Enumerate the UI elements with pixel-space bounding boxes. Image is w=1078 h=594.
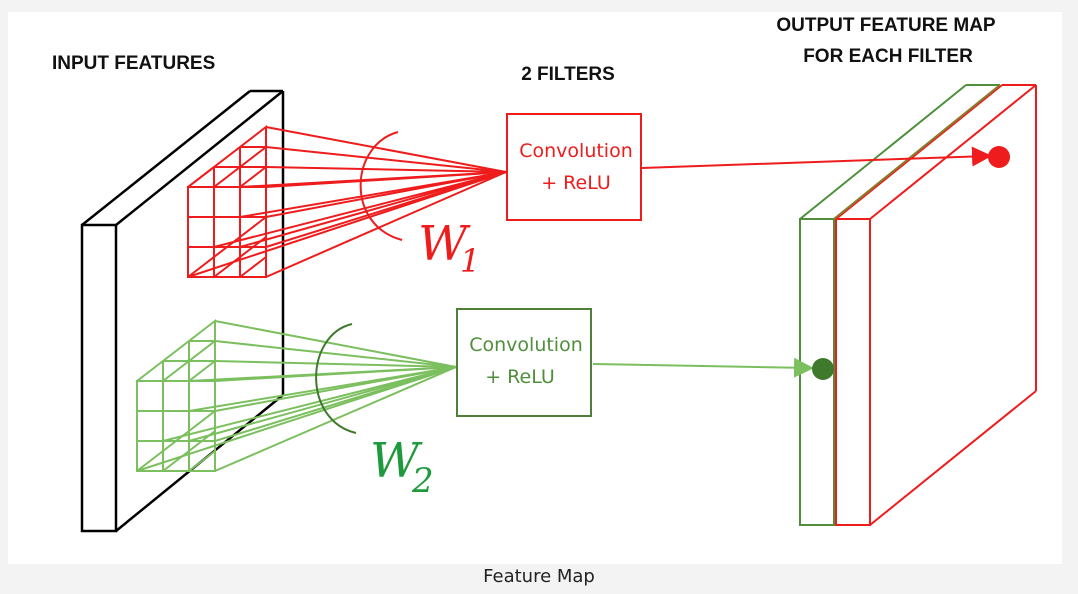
green-output-arrow bbox=[592, 357, 814, 378]
green-box-line1: Convolution bbox=[469, 334, 583, 356]
input-features-label: INPUT FEATURES bbox=[52, 53, 215, 74]
red-box-line2: + ReLU bbox=[541, 172, 611, 194]
weight-w2-subscript: 2 bbox=[411, 461, 434, 501]
weight-w1-subscript: 1 bbox=[460, 242, 480, 280]
green-receptive-field-grid bbox=[136, 318, 457, 472]
red-receptive-field-grid bbox=[187, 124, 507, 278]
green-box-line2: + ReLU bbox=[485, 366, 555, 388]
green-convolution-box: Convolution + ReLU bbox=[456, 308, 592, 417]
input-feature-slab bbox=[80, 89, 285, 533]
red-activation-dot bbox=[988, 146, 1010, 168]
green-output-feature-map bbox=[799, 84, 1001, 526]
red-convolution-box: Convolution + ReLU bbox=[506, 113, 642, 221]
red-output-arrow bbox=[641, 146, 992, 169]
output-label-line2: FOR EACH FILTER bbox=[803, 46, 973, 67]
filters-label: 2 FILTERS bbox=[521, 64, 615, 85]
weight-w2-letter: W bbox=[370, 433, 423, 489]
green-activation-dot bbox=[812, 358, 834, 380]
red-box-line1: Convolution bbox=[519, 140, 633, 162]
red-output-feature-map bbox=[835, 84, 1037, 526]
red-kernel-arc bbox=[359, 131, 403, 241]
output-label-line1: OUTPUT FEATURE MAP bbox=[776, 15, 996, 36]
olive-shared-edge bbox=[833, 84, 1001, 220]
weight-w1-letter: W bbox=[418, 216, 471, 272]
weight-w1-label: W 1 bbox=[418, 216, 480, 280]
weight-w2-label: W 2 bbox=[370, 433, 434, 501]
figure-caption: Feature Map bbox=[483, 566, 595, 587]
green-kernel-arc bbox=[315, 323, 357, 434]
